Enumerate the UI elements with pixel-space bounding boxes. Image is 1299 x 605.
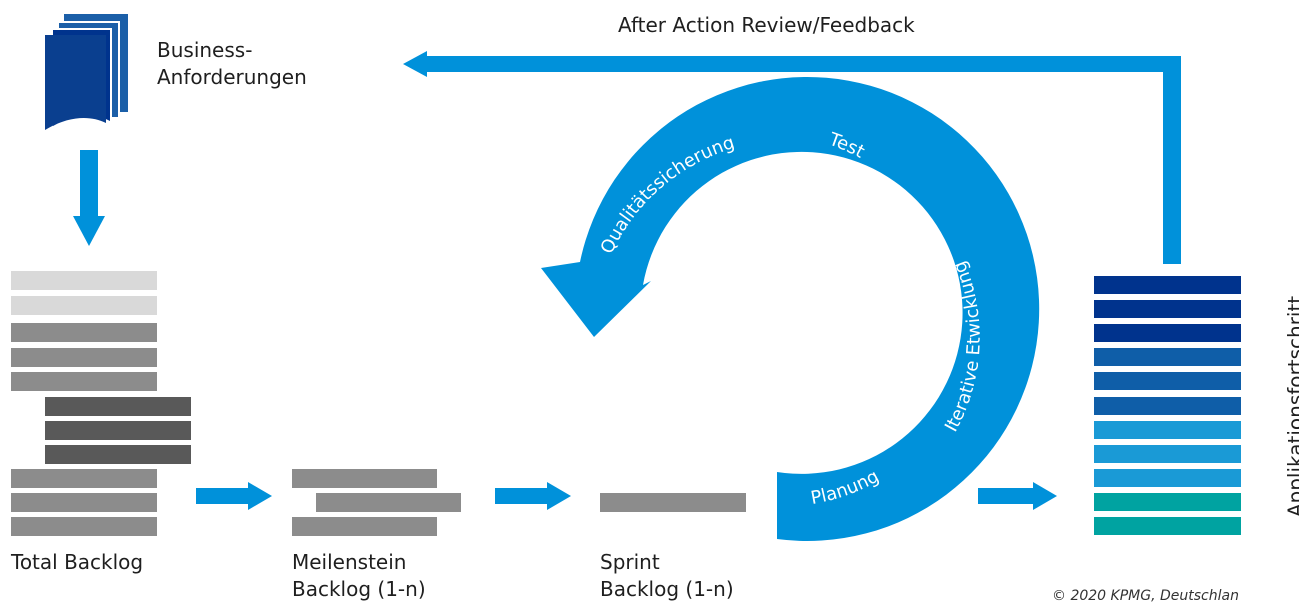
backlog-bar xyxy=(11,517,157,536)
milestone-backlog-label: Meilenstein Backlog (1-n) xyxy=(292,549,426,603)
arrow-down-icon xyxy=(73,150,105,246)
sprint-label-line2: Backlog (1-n) xyxy=(600,577,734,601)
sprint-backlog-bars xyxy=(600,493,746,512)
backlog-bar xyxy=(11,348,157,367)
progress-stack-bars xyxy=(1094,276,1241,535)
backlog-bar xyxy=(11,323,157,342)
backlog-bar xyxy=(45,397,191,416)
progress-bar xyxy=(1094,493,1241,511)
backlog-bar xyxy=(292,517,437,536)
feedback-label: After Action Review/Feedback xyxy=(618,13,915,37)
sprint-label-line1: Sprint xyxy=(600,550,660,574)
progress-bar xyxy=(1094,276,1241,294)
business-label-line2: Anforderungen xyxy=(157,65,307,89)
progress-bar xyxy=(1094,300,1241,318)
progress-bar xyxy=(1094,397,1241,415)
progress-label: Applikationsfortschritt xyxy=(1283,295,1299,518)
backlog-bar xyxy=(600,493,746,512)
arrow-right-icon xyxy=(978,482,1057,510)
cycle-arrow-icon: Qualitätssicherung Test Iterative Etwick… xyxy=(541,76,1040,541)
backlog-bar xyxy=(45,445,191,464)
total-backlog-label: Total Backlog xyxy=(11,550,144,574)
backlog-bar xyxy=(11,372,157,391)
backlog-bar xyxy=(11,493,157,512)
progress-bar xyxy=(1094,517,1241,535)
milestone-label-line2: Backlog (1-n) xyxy=(292,577,426,601)
arrow-right-icon xyxy=(196,482,272,510)
backlog-bar xyxy=(11,469,157,488)
business-requirements-label: Business- Anforderungen xyxy=(157,37,307,91)
milestone-label-line1: Meilenstein xyxy=(292,550,407,574)
document-stack-icon xyxy=(45,14,128,130)
backlog-bar xyxy=(11,271,157,290)
backlog-bar xyxy=(11,296,157,315)
milestone-backlog-bars xyxy=(292,469,461,536)
arrow-right-icon xyxy=(495,482,571,510)
backlog-bar xyxy=(292,469,437,488)
backlog-bar xyxy=(316,493,461,512)
copyright-notice: © 2020 KPMG, Deutschlan xyxy=(1052,588,1239,604)
sprint-backlog-label: Sprint Backlog (1-n) xyxy=(600,549,734,603)
progress-bar xyxy=(1094,348,1241,366)
progress-bar xyxy=(1094,324,1241,342)
business-label-line1: Business- xyxy=(157,38,253,62)
progress-bar xyxy=(1094,469,1241,487)
progress-bar xyxy=(1094,372,1241,390)
total-backlog-bars xyxy=(11,271,191,536)
backlog-bar xyxy=(45,421,191,440)
progress-bar xyxy=(1094,421,1241,439)
progress-bar xyxy=(1094,445,1241,463)
